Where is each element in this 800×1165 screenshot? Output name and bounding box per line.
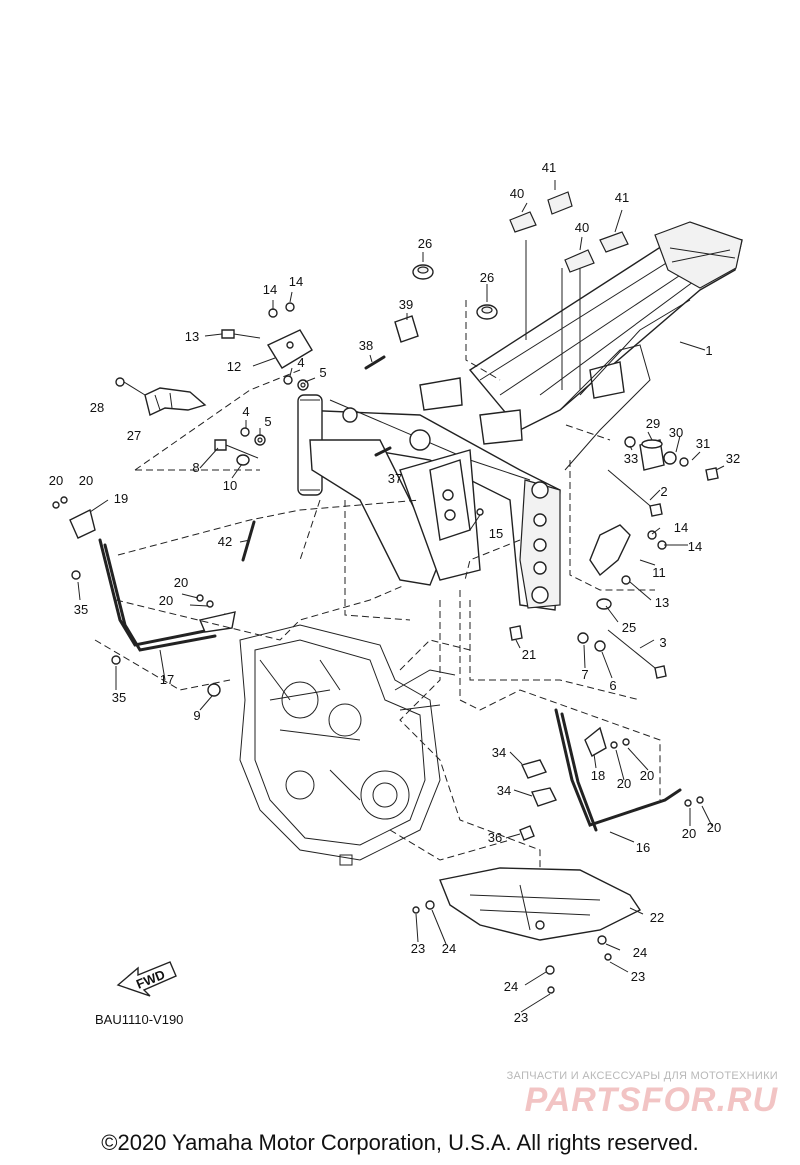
callout: 36 bbox=[488, 830, 502, 845]
callout: 20 bbox=[174, 575, 188, 590]
callout: 9 bbox=[193, 708, 200, 723]
leader-lines bbox=[77, 180, 725, 1013]
callout: 32 bbox=[726, 451, 740, 466]
rod-42-15 bbox=[241, 508, 484, 562]
callout: 25 bbox=[622, 620, 636, 635]
callout: 23 bbox=[514, 1010, 528, 1025]
washers-4-5-bolts-8-10 bbox=[214, 375, 309, 466]
callout: 34 bbox=[492, 745, 506, 760]
block-39 bbox=[394, 315, 419, 343]
fwd-label: FWD bbox=[134, 967, 167, 992]
callout: 24 bbox=[504, 979, 518, 994]
callout: 2 bbox=[660, 484, 667, 499]
bolt-3-washers-6-7 bbox=[509, 625, 667, 679]
callout: 29 bbox=[646, 416, 660, 431]
callout: 13 bbox=[185, 329, 199, 344]
callout: 12 bbox=[227, 359, 241, 374]
callout: 20 bbox=[640, 768, 654, 783]
left-guard-17-19 bbox=[52, 496, 236, 697]
right-guard-16-18 bbox=[519, 708, 704, 841]
callout: 13 bbox=[655, 595, 669, 610]
callout: 38 bbox=[359, 338, 373, 353]
exploded-parts-diagram: FWD BAU1110-V190 41 40 40 41 26 26 14 14… bbox=[49, 160, 743, 1027]
bracket-11-bolts bbox=[589, 524, 667, 610]
callout: 20 bbox=[617, 776, 631, 791]
callout: 23 bbox=[411, 941, 425, 956]
callout: 11 bbox=[652, 565, 666, 580]
callout: 34 bbox=[497, 783, 511, 798]
callout: 14 bbox=[289, 274, 303, 289]
callout: 17 bbox=[160, 672, 174, 687]
copyright-notice: ©2020 Yamaha Motor Corporation, U.S.A. A… bbox=[101, 1130, 699, 1155]
callout: 20 bbox=[159, 593, 173, 608]
main-frame bbox=[297, 221, 743, 611]
callout: 6 bbox=[609, 678, 616, 693]
callout: 14 bbox=[263, 282, 277, 297]
pipe-38-37 bbox=[364, 355, 392, 457]
callout: 41 bbox=[542, 160, 556, 175]
callout: 35 bbox=[74, 602, 88, 617]
callout: 5 bbox=[319, 365, 326, 380]
callout: 14 bbox=[674, 520, 688, 535]
callout: 40 bbox=[510, 186, 524, 201]
bolts-13-14 bbox=[221, 302, 295, 339]
callout: 20 bbox=[682, 826, 696, 841]
callout-labels: 41 40 40 41 26 26 14 14 39 13 12 38 1 4 … bbox=[49, 160, 740, 1025]
callout: 33 bbox=[624, 451, 638, 466]
callout: 4 bbox=[242, 404, 249, 419]
callout: 20 bbox=[49, 473, 63, 488]
callout: 3 bbox=[659, 635, 666, 650]
callout: 7 bbox=[581, 667, 588, 682]
callout: 22 bbox=[650, 910, 664, 925]
bolt-2 bbox=[607, 469, 663, 517]
callout: 41 bbox=[615, 190, 629, 205]
callout: 42 bbox=[218, 534, 232, 549]
callout: 4 bbox=[297, 355, 304, 370]
callout: 5 bbox=[264, 414, 271, 429]
callout: 1 bbox=[705, 343, 712, 358]
callout: 23 bbox=[631, 969, 645, 984]
assembly-dashed-lines bbox=[94, 300, 661, 870]
callout: 21 bbox=[522, 647, 536, 662]
callout: 37 bbox=[388, 471, 402, 486]
watermark-logo: PARTSFOR.RU bbox=[524, 1081, 778, 1119]
callout: 40 bbox=[575, 220, 589, 235]
callout: 26 bbox=[480, 270, 494, 285]
callout: 14 bbox=[688, 539, 702, 554]
callout: 8 bbox=[192, 460, 199, 475]
callout: 26 bbox=[418, 236, 432, 251]
callout: 15 bbox=[489, 526, 503, 541]
callout: 16 bbox=[636, 840, 650, 855]
callout: 28 bbox=[90, 400, 104, 415]
engine-block bbox=[239, 624, 456, 866]
callout: 30 bbox=[669, 425, 683, 440]
callout: 31 bbox=[696, 436, 710, 451]
callout: 20 bbox=[79, 473, 93, 488]
bracket-12 bbox=[266, 329, 313, 369]
callout: 35 bbox=[112, 690, 126, 705]
callout: 24 bbox=[633, 945, 647, 960]
callout: 10 bbox=[223, 478, 237, 493]
bracket-27-bolt-28 bbox=[115, 377, 207, 416]
callout: 18 bbox=[591, 768, 605, 783]
clamps-34 bbox=[521, 759, 557, 807]
callout: 19 bbox=[114, 491, 128, 506]
skid-plate-22 bbox=[412, 867, 642, 994]
callout: 39 bbox=[399, 297, 413, 312]
watermark: ЗАПЧАСТИ И АКСЕССУАРЫ ДЛЯ МОТОТЕХНИКИ PA… bbox=[458, 1070, 778, 1118]
callout: 20 bbox=[707, 820, 721, 835]
stickers-40-41 bbox=[509, 191, 629, 273]
watermark-subtitle: ЗАПЧАСТИ И АКСЕССУАРЫ ДЛЯ МОТОТЕХНИКИ bbox=[506, 1070, 778, 1082]
callout: 27 bbox=[127, 428, 141, 443]
fwd-arrow-icon: FWD bbox=[116, 961, 177, 997]
collar-29-30-31-32-33 bbox=[624, 436, 719, 481]
grommets-26 bbox=[412, 264, 498, 320]
diagram-code: BAU1110-V190 bbox=[95, 1012, 183, 1027]
callout: 24 bbox=[442, 941, 456, 956]
